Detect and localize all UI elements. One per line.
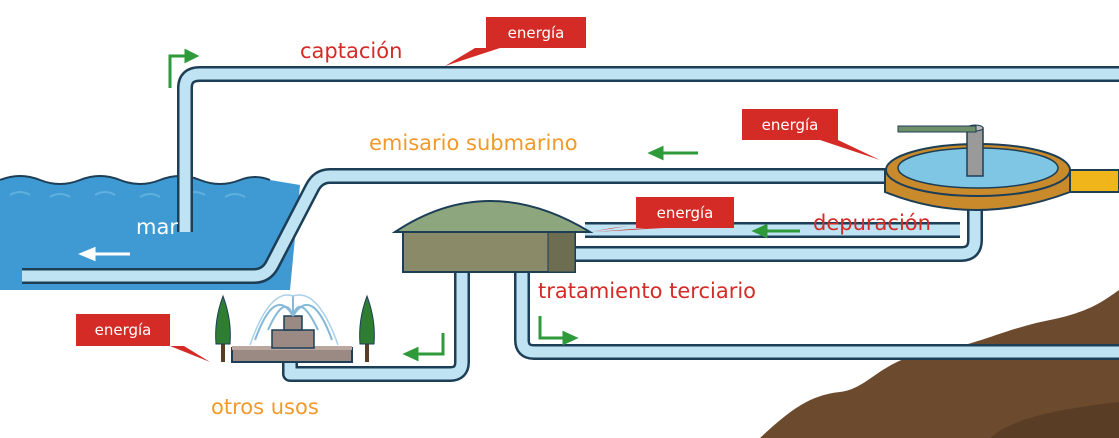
- fountain-icon: [231, 294, 353, 363]
- energy-tag-label: energía: [657, 204, 714, 222]
- energy-tag-captacion: energía: [445, 17, 586, 66]
- label-mar: mar: [136, 215, 178, 239]
- white-arrow-icon: [78, 246, 130, 262]
- purification-tank: [884, 124, 1119, 211]
- green-arrow-icon: [538, 316, 579, 346]
- energy-tag-label: energía: [762, 116, 819, 134]
- sea-ripples: [9, 191, 246, 198]
- ground-terrain: [760, 290, 1119, 438]
- label-captacion: captación: [300, 39, 402, 63]
- cypress-tree-icon: [215, 294, 231, 362]
- label-emisario-submarino: emisario submarino: [369, 131, 578, 155]
- energy-tag-label: energía: [508, 24, 565, 42]
- green-arrow-icon: [647, 145, 698, 161]
- tertiary-treatment-building: [391, 200, 594, 273]
- label-depuracion: depuración: [813, 211, 931, 235]
- sea-water: [0, 176, 300, 290]
- green-arrow-icon: [168, 48, 200, 88]
- energy-tag-depuracion: energía: [742, 109, 880, 160]
- ground-shade: [990, 402, 1119, 438]
- energy-tag-tratamiento: energía: [590, 197, 734, 232]
- sea-wave-line: [0, 175, 271, 185]
- label-tratamiento-terciario: tratamiento terciario: [538, 279, 756, 303]
- green-arrow-icon: [751, 223, 800, 239]
- green-arrow-icon: [402, 333, 445, 362]
- energy-tag-label: energía: [95, 321, 152, 339]
- energy-tag-otros-usos: energía: [76, 314, 210, 362]
- cypress-tree-icon: [359, 294, 375, 362]
- label-otros-usos: otros usos: [211, 395, 319, 419]
